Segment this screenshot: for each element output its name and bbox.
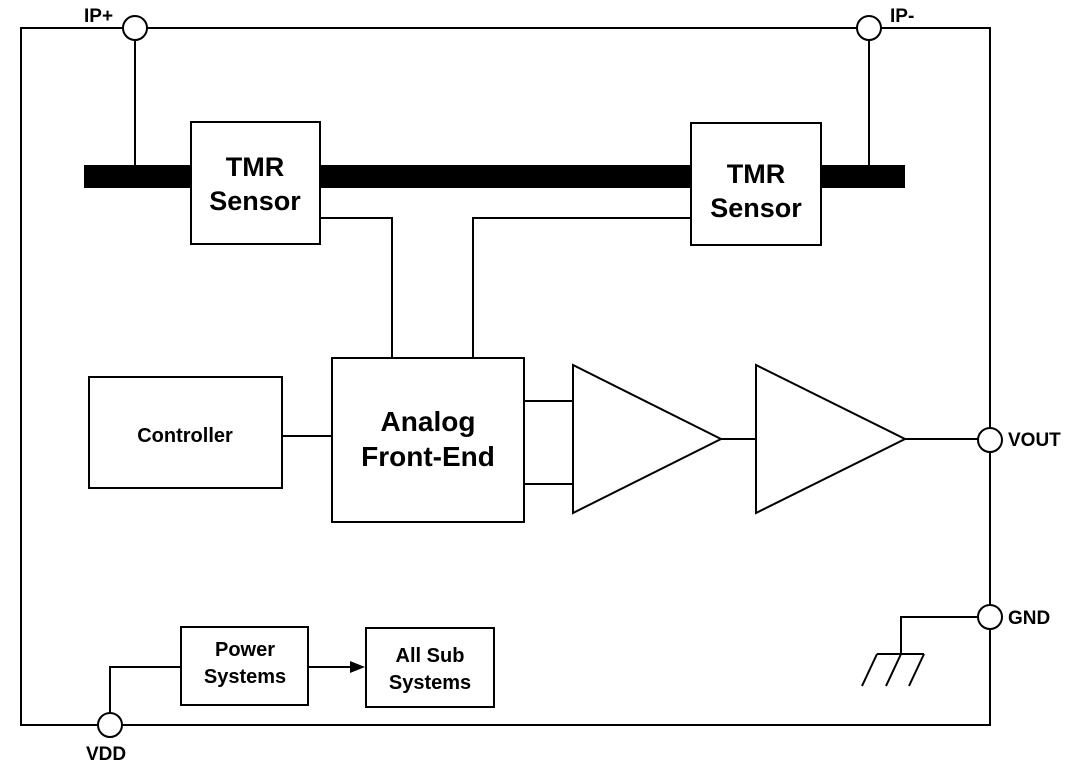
analog-front-end-block: Analog Front-End: [331, 357, 525, 523]
ip-plus-pin: [122, 15, 148, 41]
ground-symbol: [861, 616, 978, 687]
vdd-label: VDD: [86, 744, 126, 765]
gnd-label: GND: [1008, 608, 1050, 629]
sensor-right-to-afe-wire: [472, 217, 691, 358]
allsub-line1: All Sub: [396, 645, 465, 667]
controller-label: Controller: [137, 425, 233, 447]
vdd-pin: [97, 712, 123, 738]
gnd-pin: [977, 604, 1003, 630]
vdd-wire: [109, 666, 181, 713]
tmr-sensor-right: TMR Sensor: [690, 122, 822, 246]
ip-plus-label: IP+: [84, 6, 113, 27]
tmr-right-line1: TMR: [727, 159, 785, 189]
all-sub-systems-block: All Sub Systems: [365, 627, 495, 708]
afe-line1: Analog: [381, 406, 476, 437]
power-line2: Systems: [204, 666, 286, 688]
amplifier-1-triangle: [572, 363, 724, 515]
ip-minus-label: IP-: [890, 6, 914, 27]
tmr-right-line2: Sensor: [710, 193, 802, 223]
tmr-left-line2: Sensor: [209, 186, 301, 216]
vout-label: VOUT: [1008, 430, 1061, 451]
power-to-subsystems-arrow: [308, 661, 365, 673]
sensor-left-to-afe-wire: [320, 217, 393, 358]
vout-pin: [977, 427, 1003, 453]
ip-minus-pin: [856, 15, 882, 41]
tmr-sensor-left: TMR Sensor: [190, 121, 321, 245]
allsub-line2: Systems: [389, 672, 471, 694]
controller-block: Controller: [88, 376, 283, 489]
amplifier-2-triangle: [755, 363, 908, 515]
tmr-left-line1: TMR: [226, 152, 284, 182]
afe-line2: Front-End: [361, 441, 495, 472]
power-systems-block: Power Systems: [180, 626, 309, 706]
package-outline: [20, 27, 991, 726]
power-line1: Power: [215, 639, 275, 661]
